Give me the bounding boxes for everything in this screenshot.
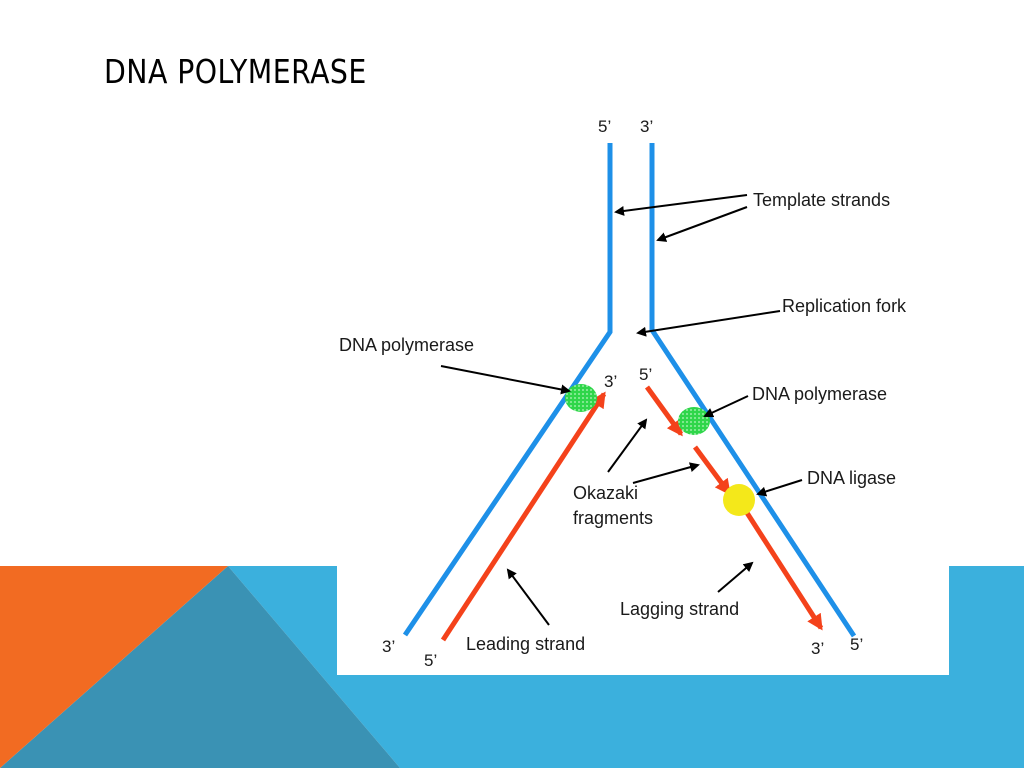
arrow-template-right bbox=[656, 206, 748, 242]
leading-strand bbox=[440, 391, 607, 642]
template-strand-left bbox=[402, 143, 613, 637]
arrow-template-left bbox=[614, 194, 748, 216]
end-label-leading-tip: 3’ bbox=[604, 372, 617, 391]
diagram-canvas: 5’ 3’ 3’ 5’ 3’ 5’ 3’ 5’ Template strands… bbox=[339, 117, 907, 670]
dark-blue-triangle bbox=[0, 566, 400, 768]
end-label-bottom-leading: 5’ bbox=[424, 651, 437, 670]
end-label-bottom-lagging: 3’ bbox=[811, 639, 824, 658]
label-template-strands: Template strands bbox=[753, 190, 890, 210]
arrow-leading-strand bbox=[506, 568, 550, 626]
dna-replication-diagram: 5’ 3’ 3’ 5’ 3’ 5’ 3’ 5’ Template strands… bbox=[337, 100, 949, 675]
okazaki-fragment-1 bbox=[644, 385, 684, 437]
arrow-polymerase-right bbox=[703, 395, 749, 418]
arrow-dna-ligase bbox=[756, 479, 803, 497]
arrow-lagging-strand bbox=[717, 561, 754, 593]
label-okazaki-line1: Okazaki bbox=[573, 483, 638, 503]
label-dna-polymerase-right: DNA polymerase bbox=[752, 384, 887, 404]
arrow-polymerase-left bbox=[440, 365, 571, 395]
end-label-bottom-right-template: 5’ bbox=[850, 635, 863, 654]
arrow-okazaki-upper bbox=[607, 418, 648, 473]
label-okazaki-line2: fragments bbox=[573, 508, 653, 528]
arrow-replication-fork bbox=[636, 310, 781, 337]
end-label-bottom-left-template: 3’ bbox=[382, 637, 395, 656]
orange-triangle bbox=[0, 566, 228, 768]
dna-ligase-blob bbox=[723, 484, 755, 516]
label-lagging-strand: Lagging strand bbox=[620, 599, 739, 619]
label-dna-ligase: DNA ligase bbox=[807, 468, 896, 488]
dna-polymerase-leading-blob bbox=[565, 384, 597, 412]
arrow-okazaki-lower bbox=[632, 462, 700, 484]
end-label-top-left: 5’ bbox=[598, 117, 611, 136]
end-label-top-right: 3’ bbox=[640, 117, 653, 136]
okazaki-fragment-3 bbox=[739, 503, 824, 631]
label-leading-strand: Leading strand bbox=[466, 634, 585, 654]
dna-polymerase-lagging-blob bbox=[678, 407, 710, 435]
okazaki-fragment-2 bbox=[692, 445, 732, 496]
label-dna-polymerase-left: DNA polymerase bbox=[339, 335, 474, 355]
slide-title: DNA POLYMERASE bbox=[104, 52, 367, 91]
label-replication-fork: Replication fork bbox=[782, 296, 907, 316]
end-label-lagging-tip: 5’ bbox=[639, 365, 652, 384]
